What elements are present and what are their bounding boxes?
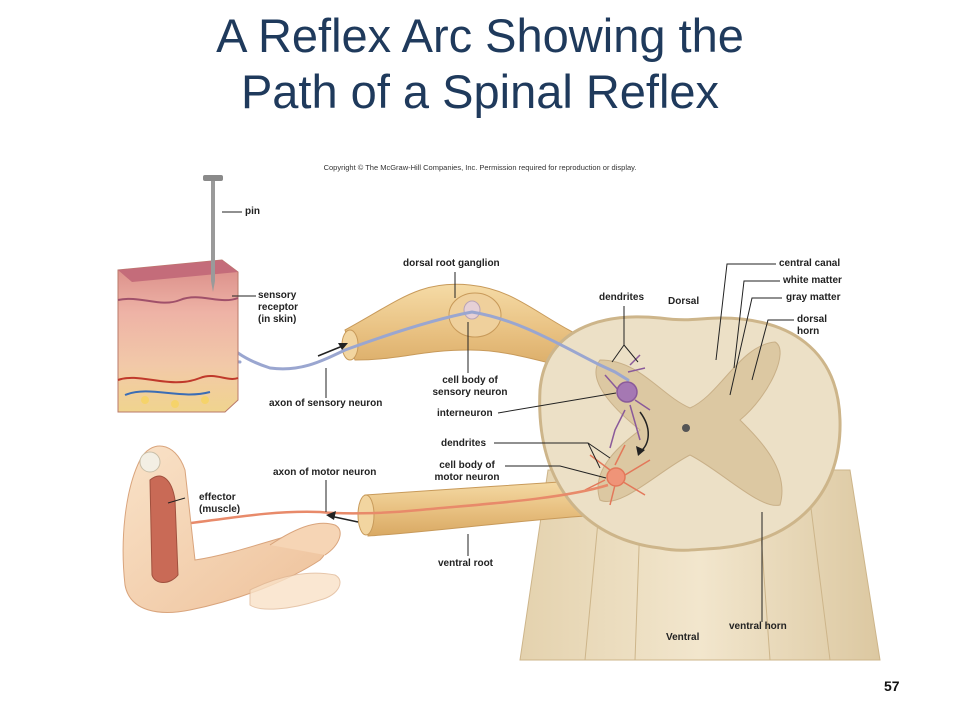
- motor-neuron-cell: [174, 444, 651, 527]
- dorsal-root-nerve: [341, 283, 611, 376]
- leader-lines: [167, 211, 794, 622]
- label-dorsal-horn: dorsal horn: [797, 314, 827, 338]
- central-canal-dot: [682, 424, 690, 432]
- label-dendrites-upper: dendrites: [599, 292, 645, 303]
- label-sensory-receptor-line-3: (in skin): [258, 314, 297, 325]
- label-dorsal-root-ganglion: dorsal root ganglion: [403, 258, 500, 269]
- label-axon-motor-neuron: axon of motor neuron: [273, 467, 377, 478]
- sensory-arrow: [317, 343, 348, 357]
- label-dorsal: Dorsal: [668, 296, 700, 307]
- label-interneuron: interneuron: [437, 408, 493, 419]
- label-cell-body-motor-line-1: cell body of: [439, 460, 495, 471]
- slide-title: A Reflex Arc Showing the Path of a Spina…: [0, 8, 960, 120]
- interneuron-arrow: [636, 411, 649, 456]
- page-number: 57: [884, 678, 900, 694]
- label-ventral-horn: ventral horn: [729, 621, 787, 632]
- label-effector-muscle: effector (muscle): [199, 492, 240, 516]
- spinal-cord-cross-section: [538, 315, 842, 552]
- label-dendrites-lower: dendrites: [441, 438, 487, 449]
- label-effector-line-2: (muscle): [199, 504, 241, 515]
- label-dorsal-horn-line-2: horn: [797, 326, 820, 337]
- label-sensory-receptor: sensory receptor (in skin): [258, 290, 298, 326]
- label-axon-sensory-neuron: axon of sensory neuron: [269, 398, 383, 409]
- label-pin: pin: [245, 206, 260, 217]
- label-sensory-receptor-line-2: receptor: [258, 302, 299, 313]
- label-cell-body-motor-line-2: motor neuron: [434, 472, 500, 483]
- ventral-root-nerve: [357, 479, 601, 537]
- label-effector-line-1: effector: [199, 492, 236, 503]
- interneuron-cell: [604, 354, 651, 449]
- title-line-2: Path of a Spinal Reflex: [240, 65, 720, 118]
- copyright-notice: Copyright © The McGraw-Hill Companies, I…: [323, 163, 637, 172]
- label-gray-matter: gray matter: [786, 292, 841, 303]
- label-cell-body-sensory-neuron: cell body of sensory neuron: [428, 375, 512, 399]
- label-ventral-root: ventral root: [438, 558, 494, 569]
- label-ventral: Ventral: [666, 632, 700, 643]
- label-dorsal-horn-line-1: dorsal: [797, 314, 828, 325]
- arm: [122, 445, 341, 613]
- pin: [203, 175, 223, 292]
- label-sensory-receptor-line-1: sensory: [258, 290, 297, 301]
- label-cell-body-motor-neuron: cell body of motor neuron: [425, 460, 509, 484]
- label-cell-body-sensory-line-1: cell body of: [442, 375, 498, 386]
- skin-block: [117, 259, 239, 413]
- label-cell-body-sensory-line-2: sensory neuron: [432, 387, 508, 398]
- motor-arrow: [326, 511, 359, 523]
- label-central-canal: central canal: [779, 258, 841, 269]
- label-white-matter: white matter: [783, 275, 842, 286]
- title-line-1: A Reflex Arc Showing the: [216, 9, 744, 62]
